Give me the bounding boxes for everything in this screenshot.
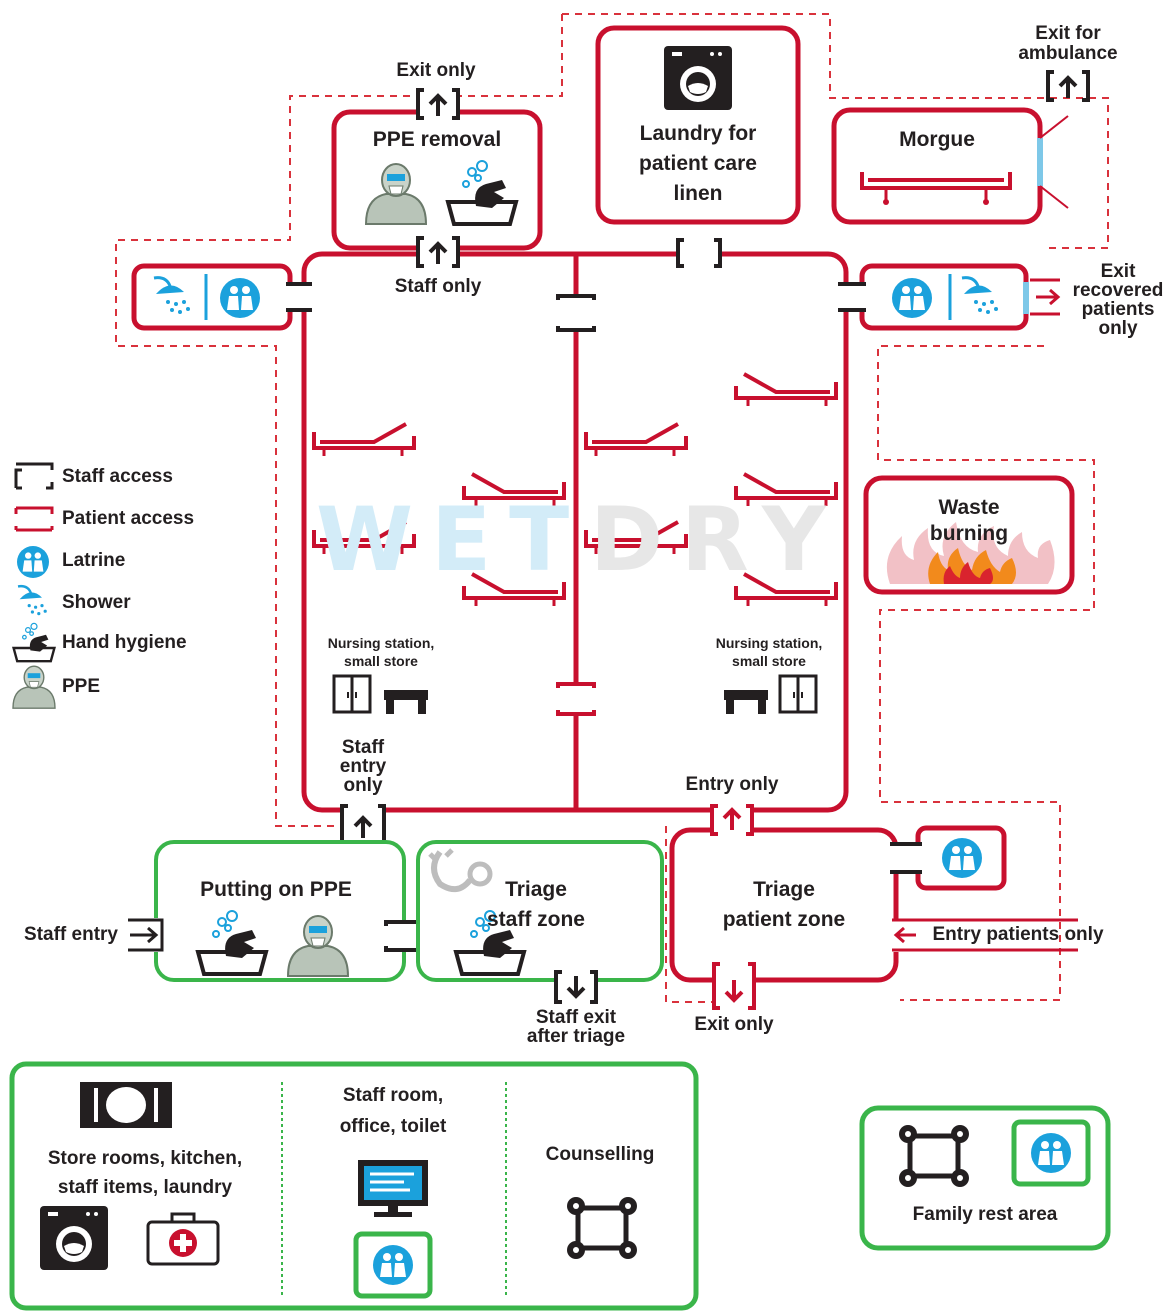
left-sanitation-block	[131, 263, 293, 331]
bed-icon	[462, 572, 566, 608]
triage-patient-label: Triage patient zone	[722, 878, 846, 932]
computer-icon	[358, 1160, 428, 1217]
exit-ambulance-arrow	[1046, 70, 1090, 102]
plate-cutlery-icon	[80, 1082, 172, 1128]
staff-only-label: Staff only	[394, 276, 482, 297]
latrine-icon	[892, 278, 932, 318]
ward-divider-patient-door	[556, 682, 596, 716]
morgue-bed-icon	[860, 172, 1012, 205]
fire-icon	[886, 522, 1055, 584]
legend-item-ppe: PPE	[62, 676, 101, 697]
right-sanitation-door	[838, 282, 866, 312]
ppe-removal-label: PPE removal	[372, 128, 502, 151]
ward-divider-staff-door-top	[556, 294, 596, 332]
laundry-label: Laundry for patient care linen	[639, 122, 757, 206]
exit-only-bottom-arrow	[712, 962, 756, 1010]
triage-latrine-block	[890, 825, 1007, 891]
bed-icon	[734, 472, 838, 508]
staff-room-label: Staff room, office, toilet	[339, 1085, 447, 1138]
desk-icon	[384, 690, 428, 714]
bed-icon	[734, 372, 838, 408]
dashed-perimeter	[115, 13, 1109, 1003]
cabinet-icon	[332, 674, 372, 714]
triage-patient-zone	[669, 827, 899, 983]
legend-item-hand-hygiene: Hand hygiene	[62, 632, 187, 653]
washing-machine-icon	[664, 46, 732, 110]
bed-icon	[584, 520, 688, 556]
legend-item-latrine: Latrine	[62, 550, 126, 571]
staff-entry-only-label: Staff entry only	[339, 737, 387, 796]
bed-icon	[312, 520, 416, 556]
exit-only-bottom-label: Exit only	[694, 1014, 774, 1035]
legend-icons	[12, 462, 56, 709]
staff-exit-after-triage-label: Staff exit after triage	[526, 1007, 626, 1047]
exit-only-top-label: Exit only	[396, 60, 476, 81]
legend-item-staff-access: Staff access	[62, 466, 173, 487]
left-sanitation-door	[286, 282, 312, 312]
bed-icon	[312, 422, 416, 458]
entry-patients-arrow	[892, 918, 1078, 952]
latrine-icon	[220, 278, 260, 318]
exit-ambulance-label: Exit for ambulance	[1018, 23, 1118, 64]
washing-machine-icon	[40, 1206, 108, 1270]
right-sanitation-block	[859, 263, 1029, 331]
exit-only-top-arrow	[416, 88, 460, 120]
triage-staff-zone	[416, 840, 664, 982]
staff-only-arrow	[416, 236, 460, 268]
triage-staff-label: Triage staff zone	[486, 878, 585, 932]
staff-entry-arrow	[128, 918, 166, 952]
entry-patients-only-label: Entry patients only	[932, 924, 1104, 945]
morgue-room	[831, 107, 1043, 225]
latrine-icon	[942, 838, 982, 878]
exit-recovered-arrow	[1030, 278, 1061, 316]
putting-on-ppe-label: Putting on PPE	[200, 878, 352, 901]
morgue-label: Morgue	[899, 128, 975, 151]
legend-item-shower: Shower	[62, 592, 131, 613]
laundry-door	[676, 238, 722, 268]
bed-icon	[734, 572, 838, 608]
latrine-icon	[373, 1245, 413, 1285]
waste-burning-label: Waste burning	[929, 496, 1009, 546]
desk-icon	[724, 690, 768, 714]
stethoscope-icon	[428, 848, 493, 893]
nursing-station-right-label: Nursing station, small store	[715, 635, 823, 670]
morgue-door	[1037, 115, 1069, 209]
store-rooms-label: Store rooms, kitchen, staff items, laund…	[47, 1148, 243, 1199]
counselling-label: Counselling	[545, 1144, 655, 1165]
laundry-room	[595, 25, 801, 225]
cabinet-icon	[778, 674, 818, 714]
bed-icon	[584, 422, 688, 458]
entry-only-arrow	[710, 804, 754, 836]
staff-entry-label: Staff entry	[24, 924, 118, 945]
family-rest-area-label: Family rest area	[912, 1204, 1058, 1225]
bed-icon	[462, 472, 566, 508]
exit-recovered-label: Exit recovered patients only	[1072, 261, 1164, 339]
entry-only-label: Entry only	[685, 774, 779, 795]
putting-on-ppe-room	[154, 840, 406, 982]
latrine-icon	[1031, 1133, 1071, 1173]
first-aid-kit-icon	[146, 1212, 220, 1266]
nursing-station-left-label: Nursing station, small store	[327, 635, 435, 670]
legend-item-patient-access: Patient access	[62, 508, 195, 529]
staff-exit-after-triage-arrow	[554, 970, 598, 1004]
